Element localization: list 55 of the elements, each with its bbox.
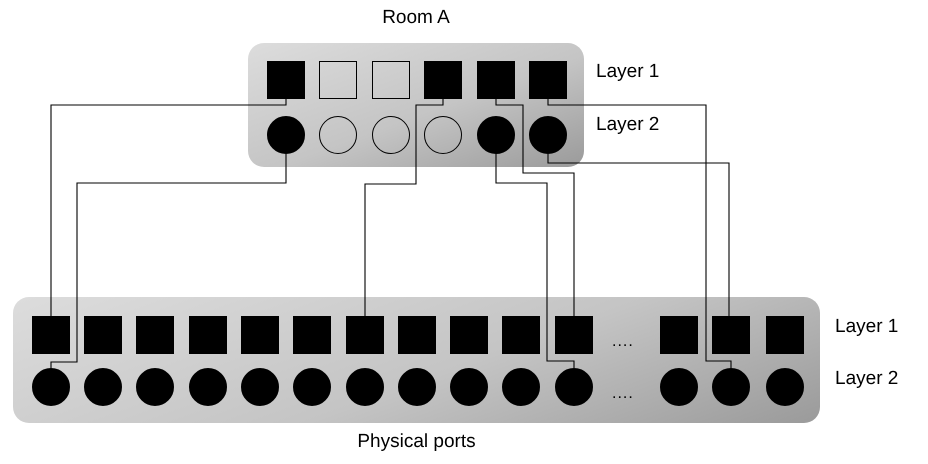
square-port (241, 316, 279, 354)
round-port (136, 368, 174, 406)
round-port (712, 368, 750, 406)
panel-title: Room A (381, 7, 451, 29)
ellipsis-text: .... (612, 333, 634, 351)
square-port (319, 61, 357, 99)
panel-title: Physical ports (356, 431, 477, 453)
round-port (529, 116, 567, 154)
round-port (189, 368, 227, 406)
round-port (766, 368, 804, 406)
square-port (529, 61, 567, 99)
round-port (660, 368, 698, 406)
round-port (372, 116, 410, 154)
layer-label: Layer 2 (835, 368, 898, 390)
round-port (424, 116, 462, 154)
round-port (293, 368, 331, 406)
round-port (267, 116, 305, 154)
square-port (555, 316, 593, 354)
square-port (189, 316, 227, 354)
cable-line (495, 99, 575, 316)
square-port (398, 316, 436, 354)
square-port (450, 316, 488, 354)
ellipsis-text: .... (612, 385, 634, 403)
square-port (766, 316, 804, 354)
square-port (346, 316, 384, 354)
square-port (660, 316, 698, 354)
cable-line (547, 99, 732, 368)
round-port (555, 368, 593, 406)
cable-line (495, 154, 575, 368)
square-port (293, 316, 331, 354)
round-port (477, 116, 515, 154)
square-port (502, 316, 540, 354)
layer-label: Layer 1 (596, 61, 660, 83)
round-port (241, 368, 279, 406)
cable-line (547, 154, 730, 316)
square-port (372, 61, 410, 99)
square-port (84, 316, 122, 354)
cable-line (50, 154, 287, 368)
round-port (319, 116, 357, 154)
round-port (32, 368, 70, 406)
square-port (712, 316, 750, 354)
square-port (32, 316, 70, 354)
square-port (477, 61, 515, 99)
round-port (502, 368, 540, 406)
square-port (424, 61, 462, 99)
cable-line (364, 99, 444, 316)
cable-line (50, 99, 287, 316)
round-port (84, 368, 122, 406)
round-port (346, 368, 384, 406)
square-port (267, 61, 305, 99)
square-port (136, 316, 174, 354)
round-port (398, 368, 436, 406)
layer-label: Layer 1 (835, 316, 898, 338)
layer-label: Layer 2 (596, 114, 660, 136)
round-port (450, 368, 488, 406)
